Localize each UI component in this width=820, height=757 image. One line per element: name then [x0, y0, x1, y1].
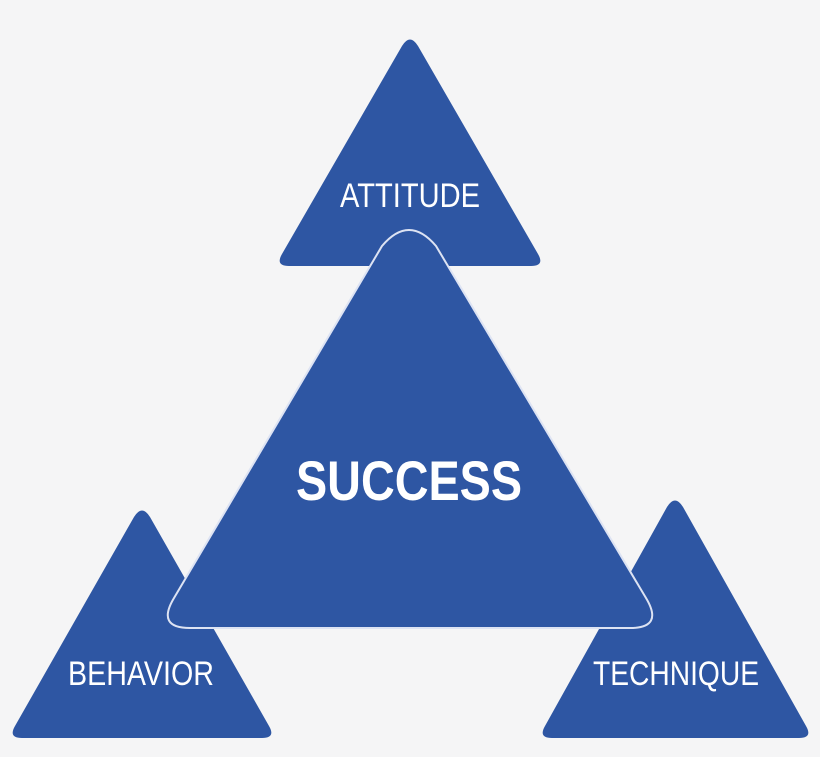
success-triangle: SUCCESS — [166, 229, 654, 629]
technique-triangle: TECHNIQUE — [542, 500, 809, 738]
behavior-label: BEHAVIOR — [68, 655, 214, 693]
behavior-triangle-shape — [12, 510, 272, 738]
attitude-label: ATTITUDE — [340, 177, 480, 215]
behavior-triangle: BEHAVIOR — [12, 510, 272, 738]
technique-label: TECHNIQUE — [593, 655, 759, 693]
attitude-triangle-shape — [279, 39, 541, 266]
technique-triangle-shape — [542, 500, 809, 738]
success-label: SUCCESS — [296, 449, 522, 512]
attitude-triangle: ATTITUDE — [279, 39, 541, 266]
success-triangle-shape — [166, 229, 654, 629]
